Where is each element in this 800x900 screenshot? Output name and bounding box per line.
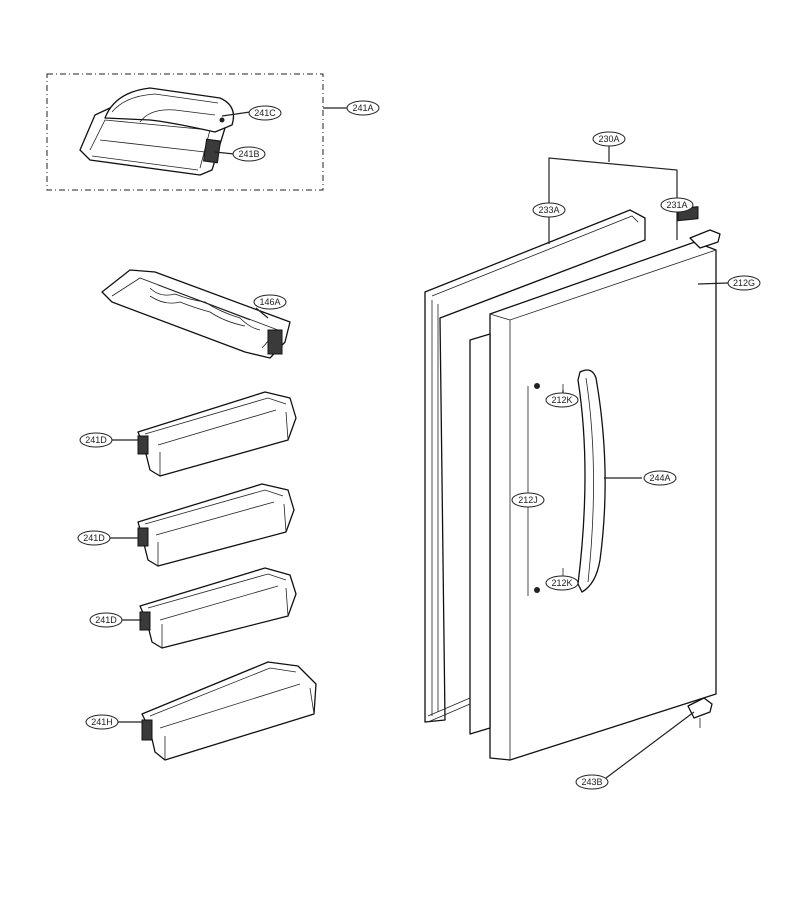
callout-212K-top: 212K [545, 392, 579, 408]
label-241H: 241H [91, 717, 113, 727]
door-basket-241H [141, 661, 317, 761]
label-241C: 241C [254, 108, 276, 118]
callout-241D-2: 241D [77, 530, 111, 546]
door-basket-241D-2 [137, 483, 295, 567]
callout-243B: 243B [575, 774, 609, 790]
label-212J: 212J [518, 495, 538, 505]
label-146A: 146A [259, 297, 280, 307]
label-241D-2: 241D [83, 533, 105, 543]
label-212G: 212G [733, 278, 755, 288]
callout-244A: 244A [643, 470, 677, 486]
callout-241H: 241H [85, 714, 119, 730]
label-244A: 244A [649, 473, 670, 483]
callout-230A: 230A [592, 131, 626, 147]
label-233A: 233A [538, 205, 559, 215]
assembly-241A-group [46, 73, 348, 191]
label-241D-1: 241D [85, 435, 107, 445]
callout-231A: 231A [660, 197, 694, 213]
callout-241D-3: 241D [89, 612, 123, 628]
label-231A: 231A [666, 200, 687, 210]
label-241B: 241B [238, 149, 259, 159]
callout-233A: 233A [532, 202, 566, 218]
callout-241B: 241B [232, 146, 266, 162]
dairy-lid-241C [104, 87, 235, 133]
door-shelf-146A [101, 269, 291, 359]
callout-241D-1: 241D [79, 432, 113, 448]
callout-212K-bottom: 212K [545, 575, 579, 591]
callout-241C: 241C [248, 105, 282, 121]
label-212K-bottom: 212K [551, 578, 572, 588]
door-panel-231A [469, 206, 721, 761]
callout-212J: 212J [511, 492, 545, 508]
label-241D-3: 241D [95, 615, 117, 625]
door-basket-241D-1 [137, 391, 297, 477]
label-212K-top: 212K [551, 395, 572, 405]
door-basket-241D-3 [139, 567, 297, 649]
label-230A: 230A [598, 134, 619, 144]
door-gasket-233A [424, 209, 646, 723]
label-243B: 243B [581, 777, 602, 787]
label-241A: 241A [352, 103, 373, 113]
callout-212G: 212G [727, 275, 761, 291]
callout-146A: 146A [253, 294, 287, 310]
callout-241A: 241A [346, 100, 380, 116]
